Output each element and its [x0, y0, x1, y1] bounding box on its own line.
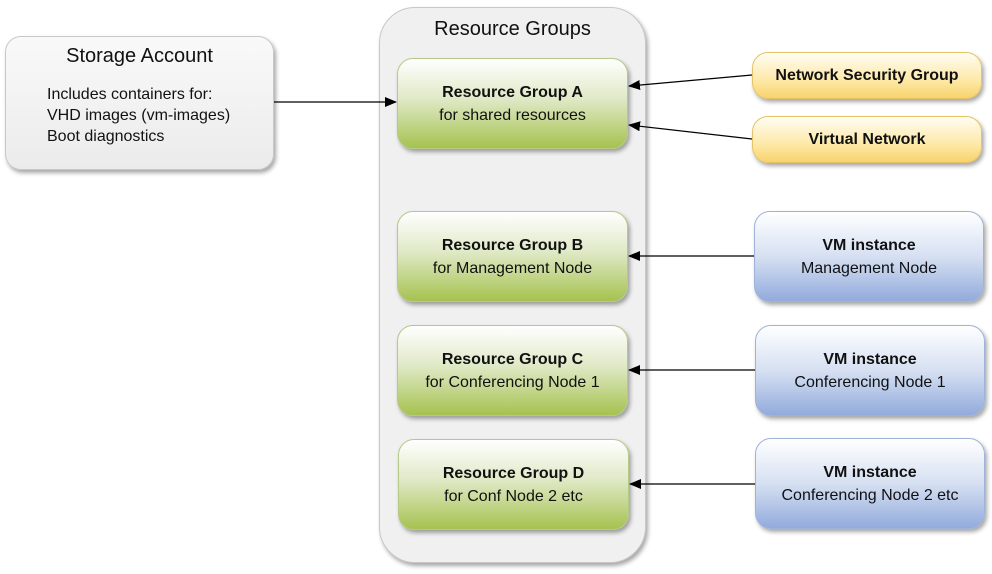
vm-desc: Conferencing Node 2 etc [781, 486, 959, 504]
storage-account-title: Storage Account [66, 45, 213, 67]
arrow-nsg-to-rg-a [628, 74, 753, 91]
arrow-vnet-to-rg-a [628, 121, 753, 140]
vm-title: VM instance [823, 463, 917, 481]
storage-line: Boot diagnostics [47, 128, 165, 145]
resource-group-name: Resource Group C [441, 350, 584, 368]
vm-title: VM instance [822, 236, 916, 254]
network-label: Network Security Group [775, 66, 959, 84]
resource-group-d: Resource Group D for Conf Node 2 etc [398, 439, 629, 530]
vm-desc: Conferencing Node 1 [794, 373, 946, 391]
storage-account-box: Storage Account Includes containers for:… [5, 36, 274, 170]
network-security-group-box: Network Security Group [752, 52, 982, 99]
storage-account-description: Includes containers for: VHD images (vm-… [47, 84, 230, 147]
storage-line: VHD images (vm-images) [47, 107, 231, 124]
resource-group-name: Resource Group D [442, 464, 585, 482]
vm-desc: Management Node [800, 259, 938, 277]
resource-group-name: Resource Group A [442, 83, 583, 101]
resource-groups-title: Resource Groups [434, 18, 591, 40]
storage-line: Includes containers for: [47, 86, 213, 103]
resource-group-a: Resource Group A for shared resources [397, 58, 628, 149]
resource-group-c: Resource Group C for Conferencing Node 1 [397, 325, 628, 416]
resource-group-desc: for shared resources [439, 106, 586, 124]
resource-group-desc: for Management Node [432, 259, 593, 277]
vm-conferencing-node-1: VM instance Conferencing Node 1 [755, 325, 985, 416]
resource-group-desc: for Conf Node 2 etc [444, 487, 583, 505]
resource-group-name: Resource Group B [441, 236, 584, 254]
vm-conferencing-node-2: VM instance Conferencing Node 2 etc [755, 438, 985, 529]
vm-management-node: VM instance Management Node [754, 211, 984, 302]
resource-group-desc: for Conferencing Node 1 [425, 373, 600, 391]
network-label: Virtual Network [808, 130, 926, 148]
virtual-network-box: Virtual Network [752, 116, 982, 163]
resource-group-b: Resource Group B for Management Node [397, 211, 628, 302]
vm-title: VM instance [823, 350, 917, 368]
